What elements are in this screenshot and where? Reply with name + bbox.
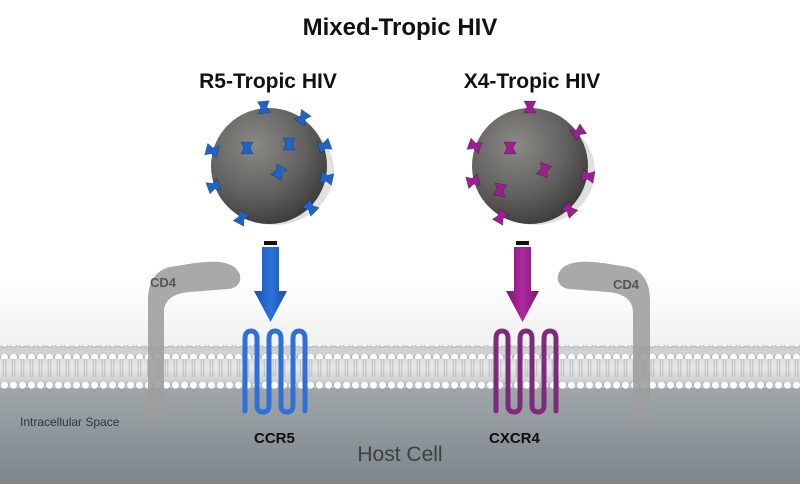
envelope-spike-icon	[560, 200, 579, 219]
intracellular-space-label: Intracellular Space	[20, 415, 120, 429]
envelope-spike-icon	[580, 168, 596, 184]
r5-virus-label: R5-Tropic HIV	[199, 70, 337, 93]
host-cell-label: Host Cell	[357, 443, 443, 466]
envelope-spike-icon	[503, 141, 517, 155]
virion-icon	[472, 108, 595, 225]
envelope-spike-icon	[491, 208, 510, 226]
envelope-spike-icon	[232, 209, 250, 227]
envelope-spike-icon	[204, 142, 220, 159]
cd4-right-label: CD4	[613, 277, 640, 292]
envelope-spike-icon	[535, 161, 553, 179]
envelope-spike-icon	[270, 163, 288, 181]
x4-virus-label: X4-Tropic HIV	[463, 70, 601, 93]
envelope-spike-icon	[466, 137, 483, 155]
envelope-spike-icon	[282, 137, 296, 151]
envelope-spike-icon	[319, 170, 335, 186]
envelope-spike-icon	[523, 100, 537, 114]
envelope-spike-icon	[569, 123, 588, 142]
arrow-down-icon	[506, 241, 539, 322]
ccr5-label: CCR5	[254, 430, 295, 447]
cd4-receptor-icon	[557, 261, 650, 419]
envelope-spike-icon	[316, 137, 333, 155]
host-cell-cytoplasm	[0, 386, 800, 484]
envelope-spike-icon	[205, 177, 222, 195]
envelope-spike-icon	[492, 182, 508, 198]
virion-icon	[211, 108, 334, 225]
cd4-receptor-icon	[148, 261, 241, 419]
envelope-spike-icon	[256, 100, 271, 115]
envelope-spike-icon	[293, 108, 312, 127]
envelope-spike-icon	[301, 198, 320, 217]
ccr5-receptor-icon	[242, 328, 308, 415]
lipid-bilayer-icon	[0, 345, 800, 389]
cd4-left-label: CD4	[150, 275, 177, 290]
diagram-title: Mixed-Tropic HIV	[302, 14, 498, 41]
envelope-spike-icon	[465, 173, 481, 190]
cxcr4-receptor-icon	[493, 328, 559, 415]
envelope-spike-icon	[240, 141, 254, 155]
cxcr4-label: CXCR4	[489, 430, 540, 447]
arrow-down-icon	[254, 241, 287, 322]
